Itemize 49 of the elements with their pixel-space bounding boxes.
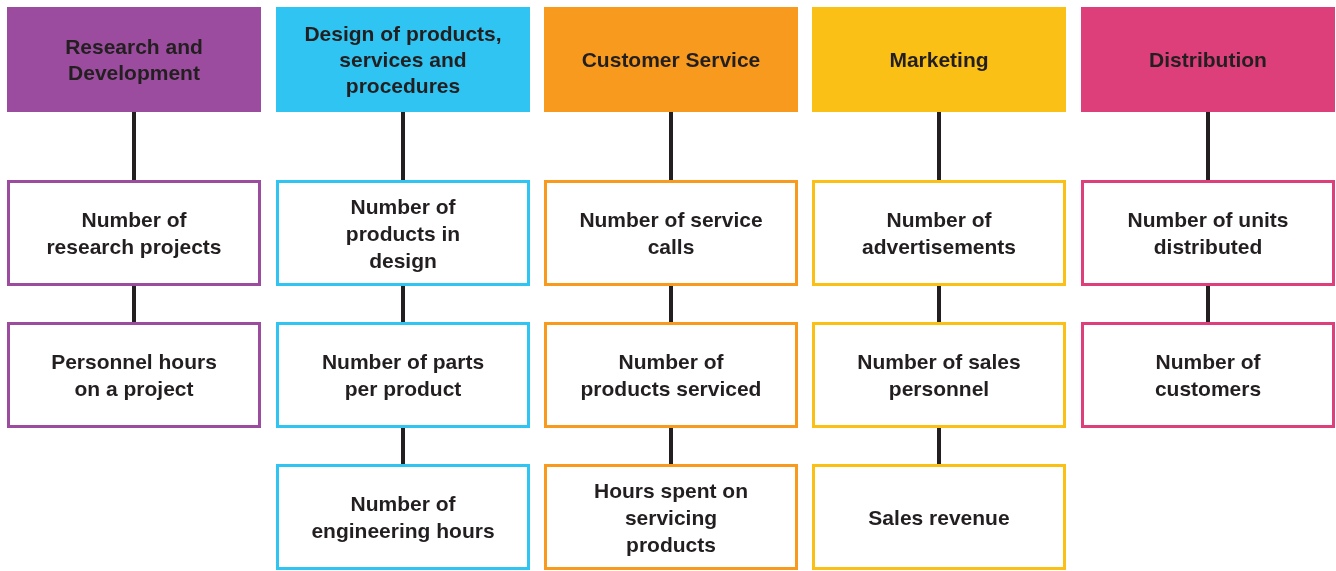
metric-text: Sales revenue <box>868 504 1010 531</box>
metric-text: Number of customers <box>1153 349 1263 402</box>
metric-text: Number of research projects <box>45 207 223 260</box>
connector-line <box>937 112 941 180</box>
connector-line <box>937 428 941 464</box>
metric-box <box>7 322 261 428</box>
connector-line <box>401 286 405 322</box>
metric-box <box>812 180 1066 286</box>
metric-box <box>544 322 798 428</box>
metric-text: Number of engineering hours <box>311 491 495 544</box>
metric-box <box>7 180 261 286</box>
connector-line <box>401 428 405 464</box>
header-text: Customer Service <box>581 46 761 73</box>
category-header <box>276 7 530 112</box>
connector-line <box>401 112 405 180</box>
connector-line <box>132 112 136 180</box>
metric-box <box>1081 322 1335 428</box>
metric-box <box>544 464 798 570</box>
metric-box <box>276 322 530 428</box>
metric-box <box>276 180 530 286</box>
metric-text: Number of parts per product <box>320 349 486 402</box>
metric-text: Number of sales personnel <box>856 349 1022 402</box>
connector-line <box>1206 286 1210 322</box>
metric-box <box>1081 180 1335 286</box>
metric-box <box>812 464 1066 570</box>
connector-line <box>669 428 673 464</box>
metric-text: Number of products in design <box>344 193 462 274</box>
category-header <box>544 7 798 112</box>
metric-text: Number of units distributed <box>1126 207 1290 260</box>
metric-text: Number of service calls <box>579 207 763 260</box>
category-header <box>812 7 1066 112</box>
metric-text: Personnel hours on a project <box>50 349 218 402</box>
connector-line <box>132 286 136 322</box>
connector-line <box>1206 112 1210 180</box>
connector-line <box>669 286 673 322</box>
category-header <box>7 7 261 112</box>
header-text: Design of products, services and procedures <box>303 20 503 99</box>
metric-box <box>276 464 530 570</box>
metric-text: Number of products serviced <box>579 349 763 402</box>
header-text: Research and Development <box>64 33 204 86</box>
header-text: Distribution <box>1149 46 1267 73</box>
metric-text: Hours spent on servicing products <box>593 477 749 558</box>
metric-box <box>812 322 1066 428</box>
metric-text: Number of advertisements <box>860 207 1018 260</box>
category-header <box>1081 7 1335 112</box>
metric-box <box>544 180 798 286</box>
header-text: Marketing <box>889 46 989 73</box>
connector-line <box>937 286 941 322</box>
connector-line <box>669 112 673 180</box>
